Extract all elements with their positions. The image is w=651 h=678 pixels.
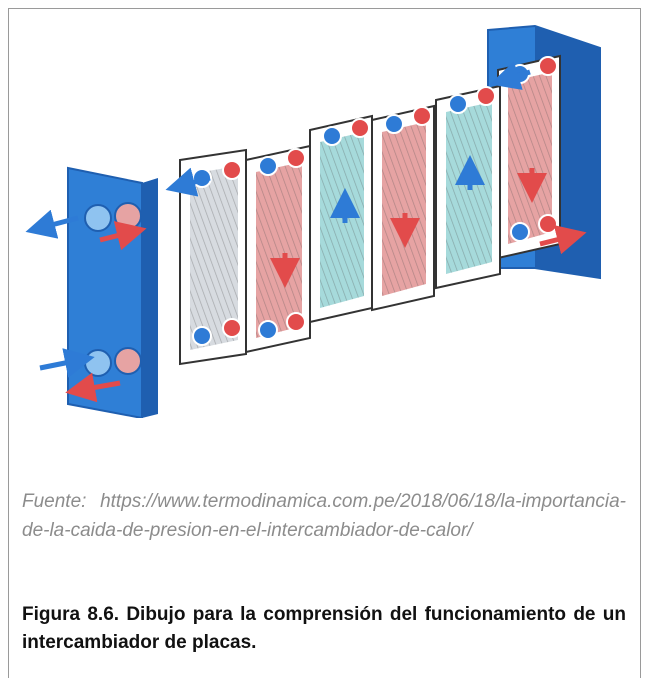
plate-4 [371,104,435,312]
plate-heat-exchanger-diagram [20,18,620,418]
plate-3 [309,114,373,324]
figure-frame [8,8,641,678]
plate-5 [435,84,501,290]
front-end-plate [67,166,158,418]
plate-1 [179,148,247,366]
cold-flow-arrow-icon [25,61,531,378]
hot-flow-arrow-icon [65,168,587,403]
figure-source: Fuente: https://www.termodinamica.com.pe… [22,491,626,541]
plate-2 [245,144,311,354]
plate-ports [192,56,558,346]
figure-caption: Figura 8.6. Dibujo para la comprensión d… [22,604,626,653]
